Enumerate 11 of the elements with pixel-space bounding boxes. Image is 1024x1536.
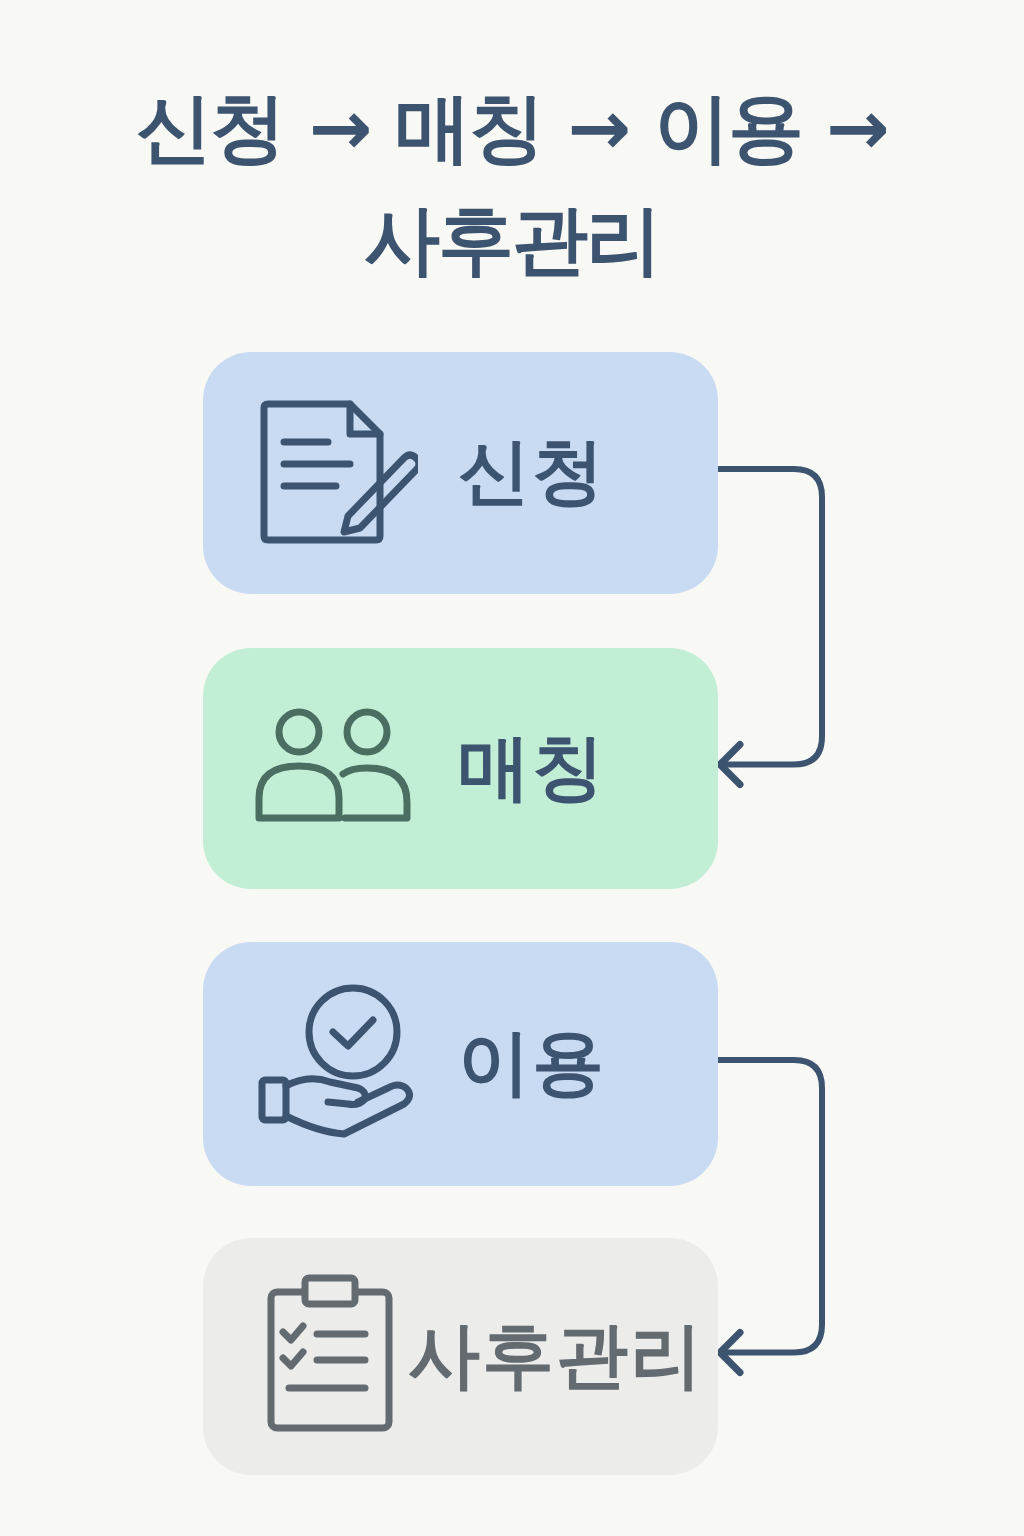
step-label: 매칭 — [458, 727, 606, 807]
process-box — [203, 942, 718, 1186]
step-label: 사후관리 — [408, 1315, 704, 1395]
process-box — [203, 352, 718, 594]
step-label: 이용 — [458, 1022, 606, 1102]
arrow — [716, 466, 825, 788]
step-label: 신청 — [458, 431, 606, 511]
process-box — [203, 1238, 718, 1475]
process-box — [203, 648, 718, 889]
arrow — [716, 1057, 825, 1376]
title: 신청 → 매칭 → 이용 → 사후관리 — [135, 82, 889, 286]
